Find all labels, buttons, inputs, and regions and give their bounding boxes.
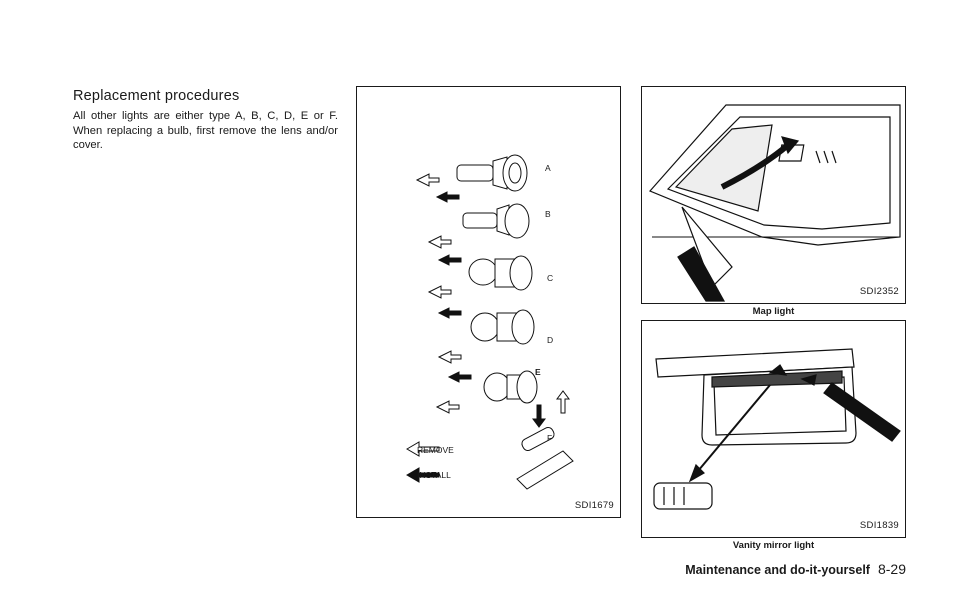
figure-code: SDI1839 [859, 520, 899, 531]
screwdriver-icon [677, 246, 726, 302]
pointer-arrow-icon [688, 463, 705, 483]
vanity-light-figure: SDI1839 [641, 320, 906, 538]
legend-install: INSTALL [417, 470, 451, 480]
label-f: F [547, 433, 553, 443]
map-light-figure: SDI2352 [641, 86, 906, 304]
bulb-a [456, 154, 528, 192]
map-light-caption: Map light [752, 306, 795, 317]
label-d: D [547, 335, 554, 345]
bulb-types-illustration [406, 154, 574, 490]
map-light-illustration [648, 104, 901, 302]
label-b: B [545, 209, 551, 219]
install-arrow-icon [406, 467, 440, 483]
label-a: A [545, 163, 551, 173]
legend-remove: REMOVE [417, 445, 454, 455]
bulb-c [468, 255, 533, 291]
vanity-light-illustration [653, 348, 901, 510]
footer-title: Maintenance and do-it-yourself [685, 563, 870, 577]
vanity-light-caption: Vanity mirror light [732, 540, 815, 551]
figure-code: SDI1679 [574, 500, 614, 511]
bulb-b [462, 203, 530, 239]
label-e: E [535, 367, 541, 377]
figure-code: SDI2352 [859, 286, 899, 297]
bulb-f [516, 426, 574, 490]
bulb-types-figure: A B C D E F REMOVE INSTALL SDI1679 [356, 86, 621, 518]
page-number: 8-29 [877, 561, 906, 577]
section-body: All other lights are either type A, B, C… [73, 110, 338, 151]
screwdriver-icon [823, 382, 901, 442]
page-footer: Maintenance and do-it-yourself 8-29 [685, 561, 906, 577]
section-heading: Replacement procedures [73, 88, 240, 104]
open-arrow-icon [720, 142, 790, 190]
remove-arrow-icon [406, 441, 440, 457]
bulb-e [483, 370, 538, 404]
bulb-d [470, 309, 535, 345]
label-c: C [547, 273, 554, 283]
